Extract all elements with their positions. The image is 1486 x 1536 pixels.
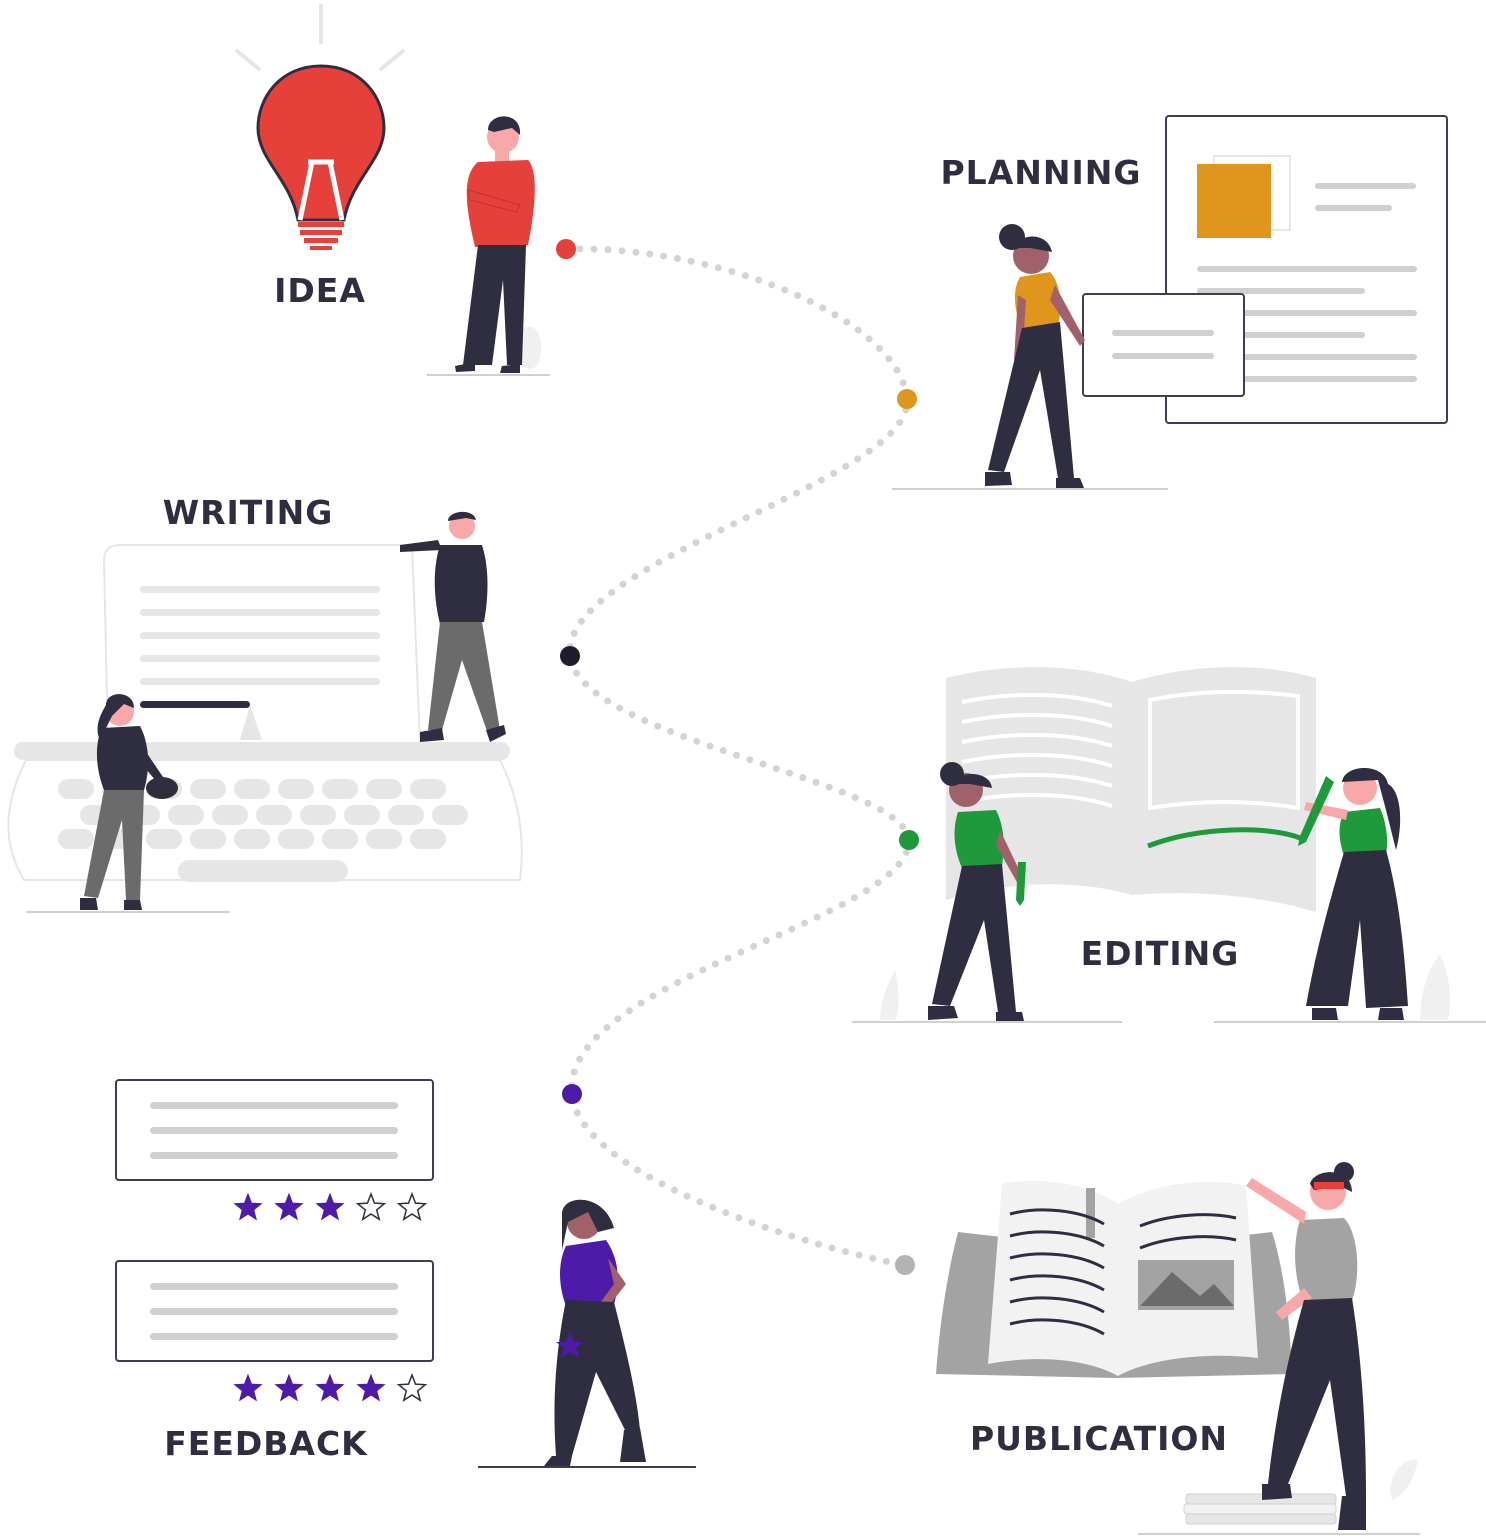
star-empty-icon [396,1372,428,1402]
editing-person-right [1214,768,1486,1023]
stage-dots [556,239,919,1275]
typewriter-keyboard [7,742,523,882]
star-filled-icon [356,1373,386,1402]
big-open-book [936,1180,1292,1378]
star-filled-icon [315,1192,345,1221]
stage-label-writing: WRITING [163,493,334,532]
stage-label-editing: EDITING [1081,934,1240,973]
star-filled-icon [315,1373,345,1402]
planning-dot [897,389,917,409]
editing-illustration: EDITING [852,667,1486,1023]
feedback-dot [562,1084,582,1104]
idea-dot [556,239,576,259]
planning-illustration: PLANNING [892,115,1448,490]
star-empty-icon [396,1191,428,1221]
star-filled-icon [274,1373,304,1402]
publication-person [1246,1162,1418,1530]
stage-label-feedback: FEEDBACK [164,1424,368,1463]
writing-person-standing [400,511,506,742]
planning-person [892,224,1168,490]
star-filled-icon [274,1192,304,1221]
editing-person-left [852,762,1122,1023]
review-card-1 [115,1079,434,1181]
feedback-person [478,1199,696,1468]
star-filled-icon [233,1373,263,1402]
planning-card [1082,293,1245,397]
writing-illustration: WRITING [7,493,523,913]
idea-illustration: IDEA [234,4,550,376]
stage-label-planning: PLANNING [941,153,1142,192]
star-filled-icon [233,1192,263,1221]
stage-label-publication: PUBLICATION [970,1419,1228,1458]
writing-person-typing [26,694,230,913]
star-empty-icon [355,1191,387,1221]
publication-illustration: PUBLICATION [936,1162,1420,1535]
review-card-2 [115,1260,434,1362]
feedback-illustration: FEEDBACK [115,1079,696,1468]
paper-stack [1138,1493,1420,1535]
rating-stars-2 [233,1372,428,1402]
publication-dot [895,1255,915,1275]
rating-stars-1 [233,1191,428,1221]
editing-dot [899,830,919,850]
idea-person [427,116,550,376]
lightbulb-icon [234,4,406,250]
paper-sheet [102,544,422,746]
stage-label-idea: IDEA [274,271,366,310]
process-path [562,245,913,1269]
writing-dot [560,646,580,666]
